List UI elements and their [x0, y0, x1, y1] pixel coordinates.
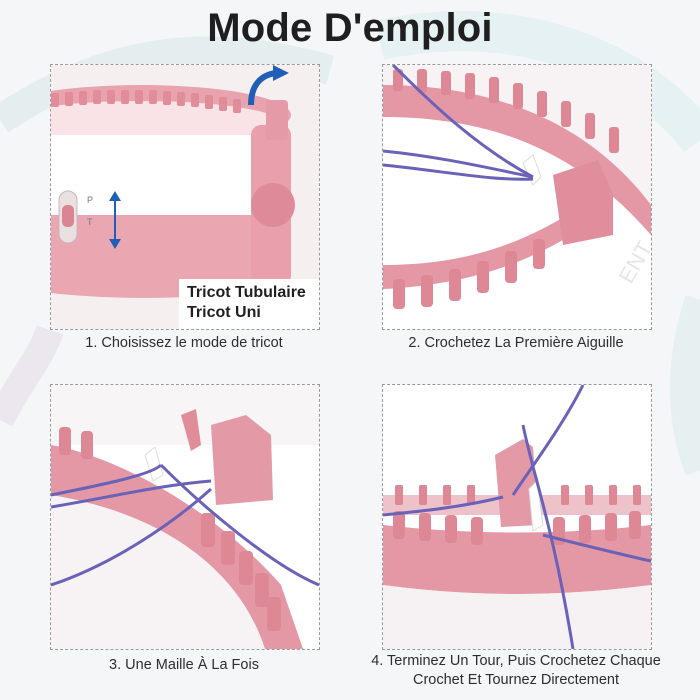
step-4-image: [382, 384, 652, 650]
step-1-image: P T Tricot Tubulaire Tricot Uni: [50, 64, 320, 330]
step-1-caption: 1. Choisissez le mode de tricot: [85, 335, 283, 351]
step-4-caption: 4. Terminez Un Tour, Puis Crochetez Chaq…: [371, 653, 661, 688]
step-2-caption: 2. Crochetez La Première Aiguille: [408, 335, 624, 351]
mode-label-flat: Tricot Uni: [187, 304, 261, 321]
page-title: Mode D'emploi: [207, 6, 493, 50]
step-3-image: [50, 384, 320, 650]
mode-label-tubular: Tricot Tubulaire: [187, 284, 306, 301]
switch-label-t: T: [87, 217, 93, 227]
mode-labels: Tricot Tubulaire Tricot Uni: [179, 279, 319, 329]
switch-label-p: P: [87, 195, 93, 205]
step-2-image: ENT: [382, 64, 652, 330]
step-3-caption: 3. Une Maille À La Fois: [109, 657, 259, 673]
